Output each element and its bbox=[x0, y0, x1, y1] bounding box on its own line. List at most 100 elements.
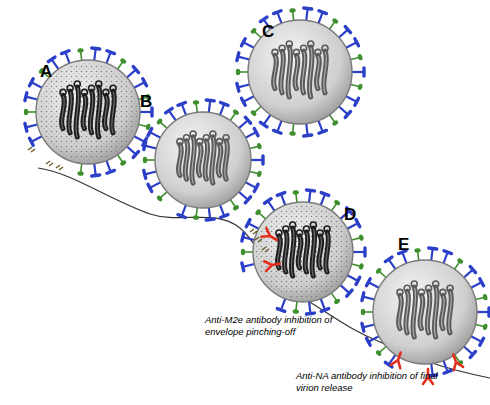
ha-spike bbox=[31, 82, 42, 88]
rnp-loop bbox=[283, 226, 289, 232]
m2-protein bbox=[250, 229, 257, 234]
ha-head bbox=[48, 57, 55, 62]
ha-spike bbox=[339, 106, 348, 114]
rnp-loop bbox=[440, 289, 446, 295]
rnp-segment bbox=[291, 228, 294, 276]
ha-head bbox=[355, 98, 359, 105]
rnp-segment bbox=[112, 91, 115, 133]
rnp-loop bbox=[279, 45, 285, 51]
ha-head bbox=[166, 108, 173, 113]
ha-head bbox=[355, 39, 359, 46]
rnp-core bbox=[298, 236, 301, 268]
ha-spike bbox=[243, 264, 255, 267]
ha-head bbox=[480, 279, 484, 286]
ha-head bbox=[429, 246, 437, 250]
virion bbox=[24, 48, 152, 176]
ha-head bbox=[345, 27, 350, 33]
ha-head bbox=[107, 170, 114, 173]
ha-head bbox=[260, 122, 267, 127]
ha-spike bbox=[246, 132, 257, 138]
rnp-loop bbox=[190, 131, 196, 137]
ha-head bbox=[347, 290, 352, 296]
rnp-segment bbox=[185, 141, 188, 179]
rnp-segment bbox=[178, 145, 181, 176]
na-head bbox=[232, 204, 240, 211]
rnp-segment bbox=[62, 95, 65, 128]
ha-head bbox=[362, 293, 364, 301]
ha-head bbox=[470, 351, 475, 357]
rnp-core bbox=[309, 47, 312, 97]
ha-head bbox=[148, 129, 152, 136]
antibody-y bbox=[449, 353, 464, 371]
virion-letter: D bbox=[344, 205, 364, 225]
rnp-core bbox=[312, 228, 315, 276]
ha-spike bbox=[389, 259, 396, 269]
ha-head bbox=[319, 130, 326, 133]
rnp-loop bbox=[286, 41, 292, 47]
ha-head bbox=[25, 93, 27, 101]
ha-spike bbox=[268, 201, 275, 211]
na-head bbox=[375, 267, 383, 275]
ha-spike bbox=[321, 194, 325, 205]
virion-envelope bbox=[253, 202, 353, 302]
rnp-core bbox=[427, 291, 430, 333]
ha-spike bbox=[368, 282, 379, 288]
ha-spike bbox=[471, 336, 482, 342]
rnp-core bbox=[76, 87, 79, 137]
rnp-segment bbox=[326, 232, 329, 272]
rnp-core bbox=[62, 95, 65, 128]
rnp-segment bbox=[288, 47, 291, 97]
ha-head bbox=[237, 83, 239, 91]
ha-head bbox=[245, 117, 250, 123]
ha-spike bbox=[318, 12, 322, 23]
rnp-core bbox=[406, 291, 409, 333]
rnp-core bbox=[112, 91, 115, 133]
rnp-loop bbox=[404, 285, 410, 291]
ha-spike bbox=[477, 311, 489, 313]
rnp-segment bbox=[281, 51, 284, 93]
rnp-core bbox=[185, 141, 188, 179]
ha-spike bbox=[145, 171, 157, 174]
rnp-loop bbox=[67, 85, 73, 91]
na-head bbox=[193, 215, 200, 220]
rnp-loop bbox=[426, 285, 432, 291]
ha-spike bbox=[106, 52, 110, 63]
ha-head bbox=[363, 248, 366, 256]
virion bbox=[236, 8, 364, 136]
ha-spike bbox=[52, 59, 59, 69]
ha-head bbox=[274, 130, 281, 133]
na-head bbox=[361, 309, 365, 315]
rnp-core bbox=[192, 137, 195, 183]
ha-head bbox=[206, 217, 214, 221]
rnp-loop bbox=[308, 41, 314, 47]
rnp-segment bbox=[305, 232, 308, 272]
ha-head bbox=[480, 338, 484, 345]
ha-spike bbox=[243, 237, 255, 240]
na-head bbox=[119, 159, 127, 166]
virion bbox=[143, 100, 263, 220]
rnp-core bbox=[324, 51, 327, 93]
ha-head bbox=[366, 338, 370, 345]
ha-head bbox=[260, 17, 267, 22]
rnp-segment bbox=[83, 95, 86, 128]
ha-spike bbox=[94, 48, 95, 60]
virion-letter: C bbox=[262, 22, 282, 42]
ha-head bbox=[144, 142, 146, 150]
ha-spike bbox=[318, 121, 322, 132]
rnp-segment bbox=[192, 137, 195, 183]
virion bbox=[361, 248, 489, 376]
na-head bbox=[250, 109, 258, 117]
rnp-segment bbox=[295, 55, 298, 88]
rnp-segment bbox=[69, 91, 72, 133]
rnp-core bbox=[295, 55, 298, 88]
rnp-loop bbox=[301, 45, 307, 51]
ha-spike bbox=[281, 194, 285, 205]
rnp-core bbox=[449, 291, 452, 333]
antibody bbox=[264, 259, 281, 271]
na-head bbox=[289, 8, 296, 13]
ha-head bbox=[62, 51, 69, 54]
rnp-core bbox=[225, 141, 228, 179]
rnp-segment bbox=[90, 91, 93, 133]
antibody-y bbox=[261, 228, 279, 244]
ha-head bbox=[29, 79, 33, 86]
